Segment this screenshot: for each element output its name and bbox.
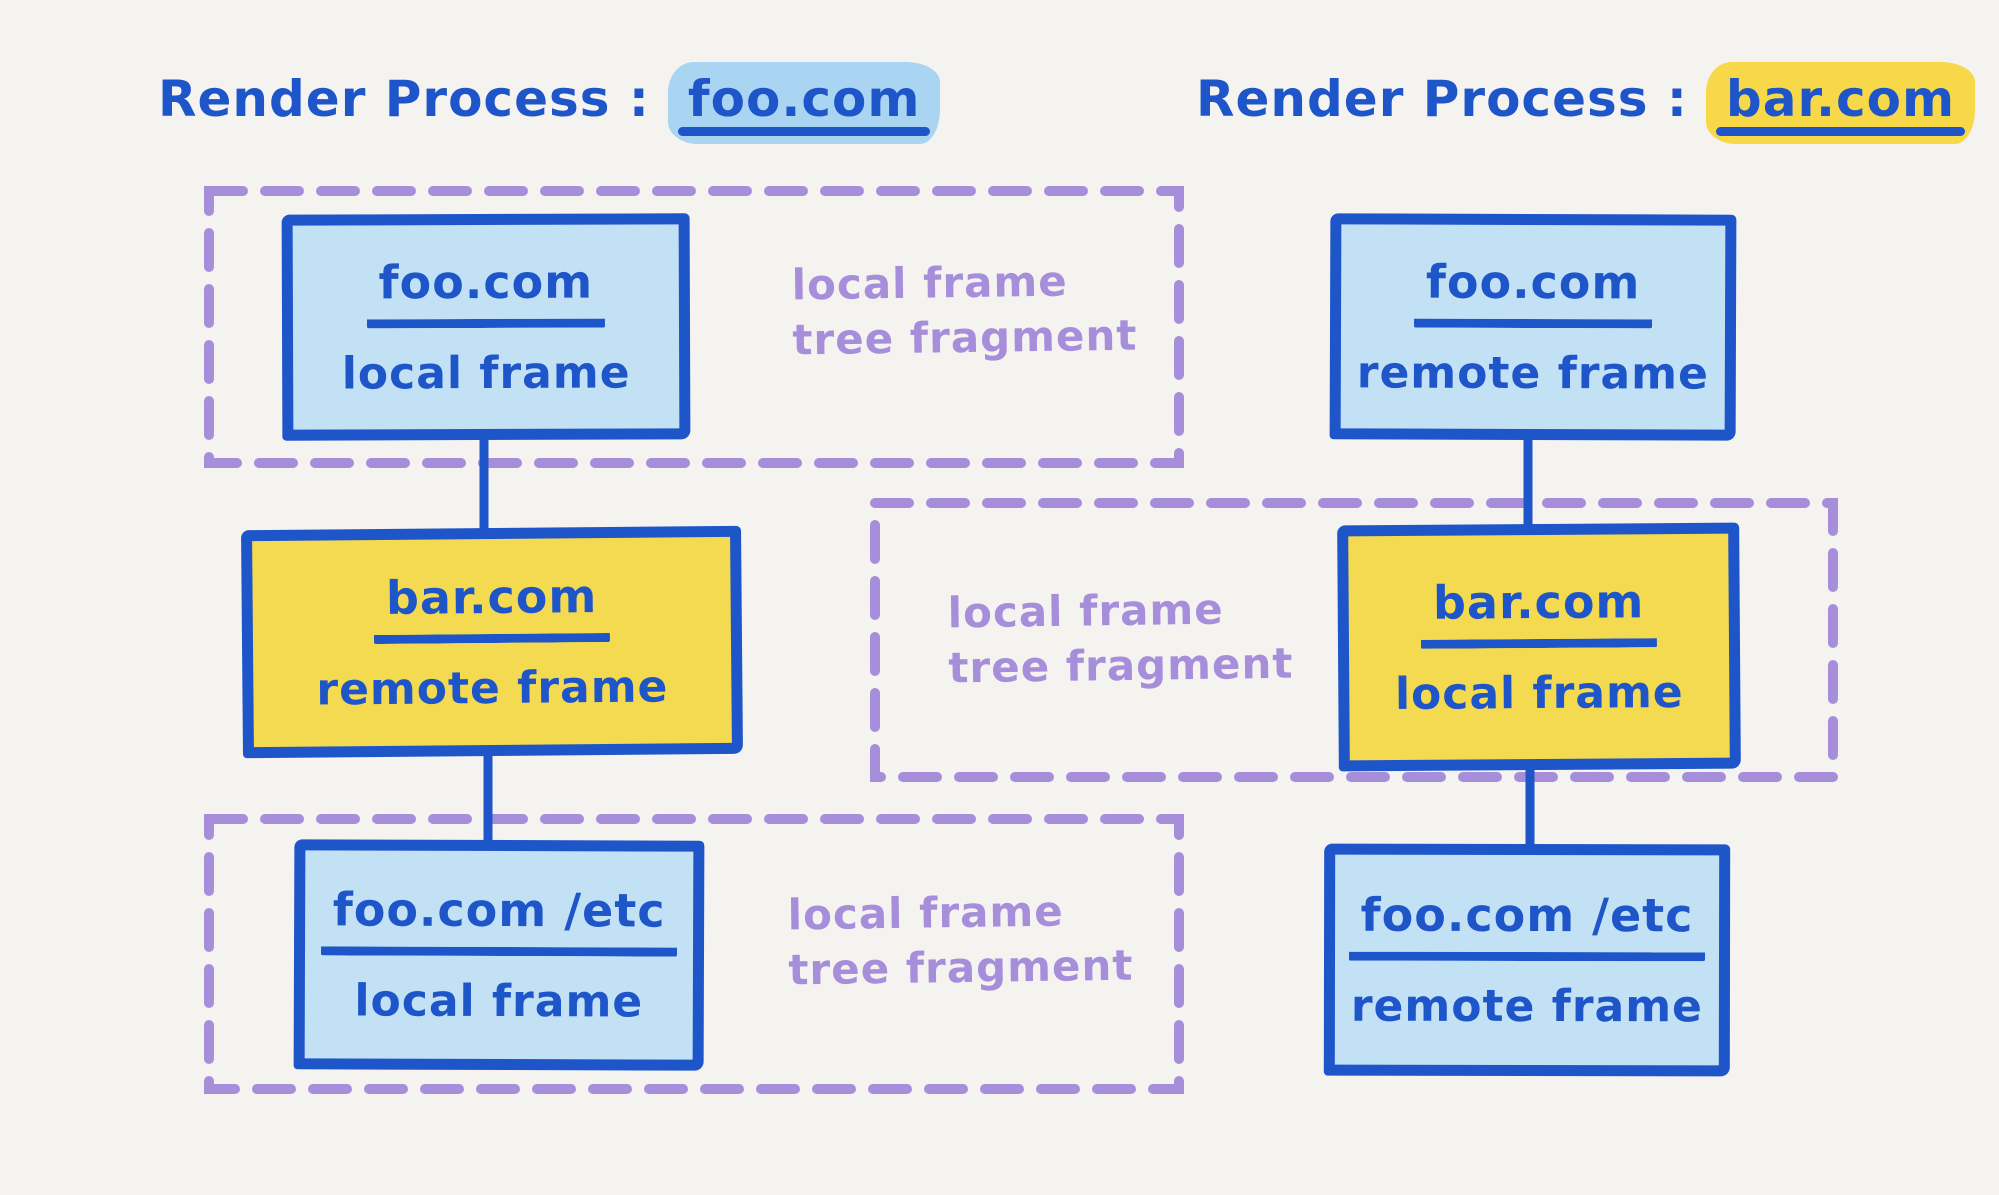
render-process-title-left: Render Process : foo.com [158,62,941,144]
frame-node-kind: local frame [1394,666,1684,721]
fragment-label-line: tree fragment [948,638,1294,692]
fragment-label-line: tree fragment [788,940,1134,994]
title-prefix: Render Process : [1196,70,1688,128]
render-process-title-right: Render Process : bar.com [1196,62,1976,144]
fragment-label-line: local frame [791,256,1069,310]
frame-node-domain: foo.com [1413,254,1653,329]
frame-node-right-middle: bar.com local frame [1337,522,1741,772]
fragment-label-left-bottom: local frame tree fragment [787,884,1134,998]
frame-node-kind: remote frame [1350,980,1703,1033]
title-domain: foo.com [687,70,921,128]
fragment-label-line: local frame [787,886,1065,940]
frame-node-domain: bar.com [373,568,610,645]
title-domain-highlight-blue: foo.com [667,62,941,144]
frame-node-domain: foo.com [366,254,606,329]
fragment-label-right-middle: local frame tree fragment [947,582,1294,696]
frame-node-left-bottom: foo.com /etc local frame [293,839,705,1071]
fragment-label-line: local frame [947,584,1225,638]
frame-node-domain: bar.com [1420,574,1657,649]
frame-node-kind: local frame [354,975,644,1028]
title-domain-highlight-yellow: bar.com [1705,62,1976,144]
frame-node-domain: foo.com /etc [320,882,678,957]
frame-node-kind: local frame [341,347,631,400]
fragment-label-left-top: local frame tree fragment [791,254,1138,368]
frame-node-kind: remote frame [1356,347,1709,400]
frame-node-left-top: foo.com local frame [281,213,691,441]
title-domain: bar.com [1725,70,1956,128]
frame-node-right-bottom: foo.com /etc remote frame [1323,843,1731,1077]
frame-node-domain: foo.com /etc [1348,887,1706,962]
fragment-label-line: tree fragment [792,310,1138,364]
frame-node-right-top: foo.com remote frame [1329,213,1737,441]
frame-node-kind: remote frame [316,661,669,716]
frame-node-left-middle: bar.com remote frame [241,525,743,759]
title-prefix: Render Process : [158,70,650,128]
